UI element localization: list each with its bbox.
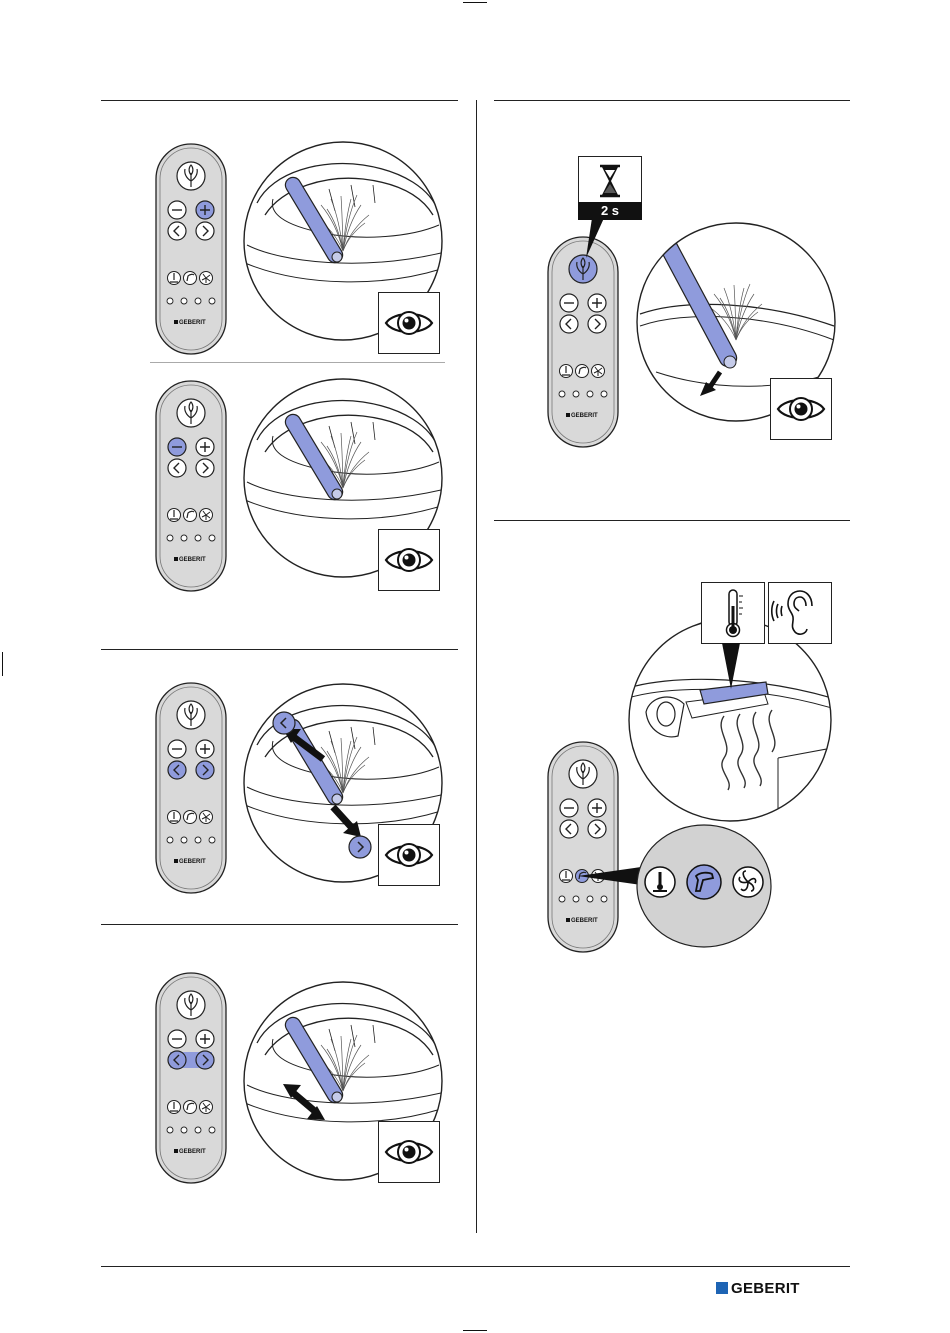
fan-icon [200,1101,213,1114]
flower-button [569,255,597,283]
ear-badge [768,582,832,644]
divider-left-1 [101,100,458,101]
chevron-left-icon [168,222,186,240]
chevron-right-icon [196,222,214,240]
minus-icon [560,294,578,312]
flower-button [177,991,205,1019]
chevron-right-icon [588,315,606,333]
fan-icon [200,811,213,824]
remote-brand-label: GEBERIT [571,918,598,924]
remote-step-2: GEBERIT [155,380,227,592]
dryer-controls-zoom [636,824,772,948]
fan-icon [200,272,213,285]
temperature-icon [168,272,181,285]
remote-step-1: GEBERIT [155,143,227,355]
plus-icon [588,294,606,312]
chevron-left-icon [560,315,578,333]
plus-icon [588,799,606,817]
fan-icon [592,365,605,378]
divider-left-2 [101,649,458,650]
chevron-right-icon [196,761,214,779]
eye-icon [378,292,440,354]
remote-step-5: GEBERIT [547,236,619,448]
temperature-icon [560,365,573,378]
timer-pointer [578,218,618,258]
chevron-left-icon [168,1051,186,1069]
eye-icon [770,378,832,440]
chevron-left-icon [168,459,186,477]
temperature-icon [168,509,181,522]
footer-rule [101,1266,850,1267]
fan-icon [200,509,213,522]
plus-icon [196,740,214,758]
footer-brand-name: GEBERIT [731,1280,800,1297]
divider-left-3 [101,924,458,925]
dryer-icon [184,509,197,522]
chevron-left-icon [272,711,296,735]
crop-mark-bottom [463,1330,487,1331]
minus-icon [168,1030,186,1048]
chevron-left-icon [560,820,578,838]
chevron-right-icon [196,1051,214,1069]
plus-icon [196,1030,214,1048]
temperature-icon [645,867,675,897]
chevron-right-icon [588,820,606,838]
timer-label: 2 s [601,203,619,218]
dryer-icon [576,365,589,378]
divider-right-2 [494,520,850,521]
minus-icon [168,201,186,219]
crop-mark-top [463,2,487,3]
temperature-icon [168,811,181,824]
brand-square-icon [716,1282,728,1294]
plus-icon [196,201,214,219]
temperature-icon [168,1101,181,1114]
footer-brand-logo: GEBERIT [716,1279,800,1297]
divider-right-1 [494,100,850,101]
minus-icon [168,438,186,456]
chevron-right-icon [348,835,372,859]
minus-icon [560,799,578,817]
flower-button [177,701,205,729]
dryer-icon [184,272,197,285]
dryer-icon [184,1101,197,1114]
chevron-right-icon [196,459,214,477]
chevron-left-icon [168,761,186,779]
remote-step-3: GEBERIT [155,682,227,894]
eye-icon [378,824,440,886]
remote-brand-label: GEBERIT [179,1149,206,1155]
remote-brand-label: GEBERIT [179,859,206,865]
minus-icon [168,740,186,758]
fan-icon [733,867,763,897]
dryer-icon [184,811,197,824]
remote-brand-label: GEBERIT [179,320,206,326]
eye-icon [378,1121,440,1183]
crop-mark-left [2,652,3,676]
flower-button [177,162,205,190]
remote-brand-label: GEBERIT [179,557,206,563]
flower-button [569,760,597,788]
temperature-icon [560,870,573,883]
thermometer-pointer [716,643,746,691]
remote-step-6: GEBERIT [547,741,619,953]
remote-step-4: GEBERIT [155,972,227,1184]
timer-badge: 2 s [578,156,642,220]
eye-icon [378,529,440,591]
thermometer-badge [701,582,765,644]
dryer-icon [687,865,721,899]
remote-brand-label: GEBERIT [571,413,598,419]
divider-inner-left [150,362,445,363]
column-separator [476,100,477,1233]
flower-button [177,399,205,427]
plus-icon [196,438,214,456]
